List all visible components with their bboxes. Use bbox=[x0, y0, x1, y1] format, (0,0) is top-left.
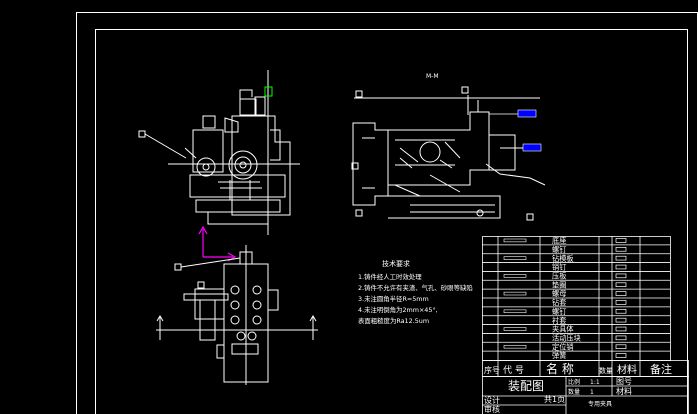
product-label: 专用夹具 bbox=[588, 400, 612, 408]
bom-code-cell-mark bbox=[503, 274, 527, 278]
tech-note-5: 表面粗糙度为Ra12.5um bbox=[358, 316, 429, 325]
bom-header-name: 名 称 bbox=[546, 361, 574, 376]
bom-part-name: 垫圈 bbox=[552, 280, 566, 289]
bom-part-name: 衬套 bbox=[552, 316, 566, 325]
bom-header-no: 序号 bbox=[484, 365, 500, 375]
scale-value: 1:1 bbox=[590, 379, 600, 386]
bom-part-name: 弹簧 bbox=[552, 351, 566, 360]
bom-code-cell-mark bbox=[503, 256, 527, 260]
bom-material-cell-mark bbox=[615, 317, 627, 323]
bom-part-name: 夹具体 bbox=[552, 325, 574, 334]
bom-material-cell-mark bbox=[615, 255, 627, 261]
bom-code-cell-mark bbox=[503, 238, 527, 243]
bom-empty-cells bbox=[503, 238, 627, 358]
tech-note-4: 4.未注明倒角为2mm×45°, bbox=[358, 305, 438, 314]
bom-material-cell-mark bbox=[615, 300, 627, 305]
bom-part-name: 定位销 bbox=[552, 342, 574, 351]
material-label: 材料 bbox=[616, 386, 632, 396]
technical-requirements: 技术要求 1.铸件经人工时效处理 2.铸件不允许有夹渣、气孔、砂眼等缺陷 3.未… bbox=[358, 259, 473, 325]
bom-part-name: 活动压块 bbox=[552, 333, 581, 342]
tech-note-2: 2.铸件不允许有夹渣、气孔、砂眼等缺陷 bbox=[358, 283, 473, 292]
qty-value: 1 bbox=[590, 389, 594, 396]
bom-material-cell-mark bbox=[615, 344, 627, 349]
section-label: M-M bbox=[426, 73, 439, 80]
bom-material-cell-mark bbox=[615, 282, 627, 287]
bom-code-cell-mark bbox=[503, 309, 527, 314]
bom-part-name: 螺母 bbox=[552, 289, 566, 298]
bom-header-qty: 数量 bbox=[599, 366, 613, 375]
tech-note-3: 3.未注圆角半径R=5mm bbox=[358, 294, 429, 303]
bom-material-cell-mark bbox=[615, 309, 627, 314]
qty-label: 数量 bbox=[568, 388, 580, 396]
side-view[interactable] bbox=[156, 245, 318, 385]
bom-material-cell-mark bbox=[615, 335, 627, 341]
bom-part-name: 销钉 bbox=[552, 263, 566, 272]
design-label: 设计 bbox=[484, 395, 500, 405]
drawing-no-label: 图号 bbox=[616, 377, 632, 386]
bom-part-name: 压板 bbox=[552, 271, 566, 280]
section-view[interactable] bbox=[351, 86, 546, 221]
bom-code-cell-mark bbox=[503, 327, 527, 331]
bom-part-name: 钻模板 bbox=[552, 254, 574, 263]
callout-marker-blue[interactable] bbox=[517, 109, 537, 118]
tech-note-1: 1.铸件经人工时效处理 bbox=[358, 272, 422, 281]
bom-part-name: 螺钉 bbox=[552, 307, 566, 316]
bom-material-cell-mark bbox=[615, 353, 627, 358]
bom-code-cell-mark bbox=[503, 291, 527, 296]
inner-frame bbox=[95, 29, 688, 414]
bom-material-cell-mark bbox=[615, 273, 627, 279]
front-view[interactable] bbox=[138, 70, 300, 235]
tech-title: 技术要求 bbox=[382, 259, 410, 268]
bom-material-cell-mark bbox=[615, 238, 627, 243]
bom-header-remark: 备注 bbox=[650, 362, 672, 376]
drawing-title: 装配图 bbox=[508, 379, 544, 393]
bom-part-name: 底座 bbox=[552, 236, 566, 245]
title-block[interactable] bbox=[482, 376, 689, 414]
bom-code-cell-mark bbox=[503, 344, 527, 349]
bom-material-cell-mark bbox=[615, 247, 627, 252]
bom-header-row: 序号 代 号 名 称 数量 材料 备注 bbox=[482, 360, 689, 377]
bom-part-name: 钻套 bbox=[552, 298, 566, 307]
bom-part-name: 螺钉 bbox=[552, 245, 566, 254]
check-label: 审核 bbox=[484, 404, 500, 414]
bom-material-cell-mark bbox=[615, 291, 627, 296]
bom-material-cell-mark bbox=[615, 326, 627, 332]
callout-marker-blue-2[interactable] bbox=[522, 143, 542, 152]
bom-header-code: 代 号 bbox=[503, 365, 524, 376]
bom-header-material: 材料 bbox=[617, 363, 637, 376]
sheet-label: 共1页 bbox=[544, 395, 565, 404]
bom-material-cell-mark bbox=[615, 264, 627, 270]
scale-label: 比例 bbox=[568, 378, 580, 386]
